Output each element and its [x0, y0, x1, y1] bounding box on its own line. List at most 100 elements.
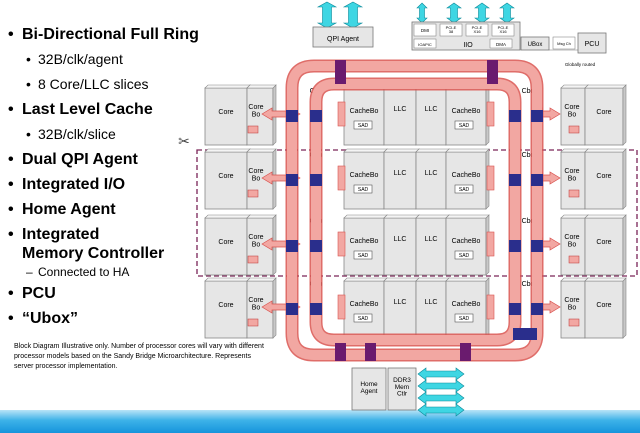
pcie-box	[465, 23, 489, 37]
llc-label: LLC	[394, 170, 407, 177]
bullet-item: “Ubox”	[6, 306, 206, 331]
bullet-item: Memory Controller	[22, 245, 165, 262]
cachebo-label: CacheBo	[350, 108, 379, 115]
llc-label: LLC	[425, 299, 438, 306]
memory-channel-arrow	[417, 367, 465, 381]
cbo-label: Cbo	[522, 281, 535, 288]
cachebo-panel-left	[343, 87, 385, 146]
cbo-box	[337, 294, 346, 320]
ring-stop-bottom-right	[513, 328, 537, 340]
llc-panel-left-top	[383, 148, 420, 153]
llc-panel-right-top	[415, 277, 450, 282]
llc-panel-right-top	[415, 214, 450, 219]
bullet-item: Integrated	[6, 225, 206, 244]
bullet-item: 32B/clk/slice	[6, 122, 206, 147]
core-label: Core	[218, 109, 233, 116]
core-panel-right	[584, 151, 624, 210]
ioapic-label: IOAPIC	[418, 42, 432, 47]
llc-label: LLC	[394, 236, 407, 243]
pcie-box	[439, 23, 463, 37]
bullet-item: Connected to HA	[6, 263, 206, 281]
ubox-label: UBox	[528, 42, 543, 48]
ad-box	[568, 189, 580, 198]
llc-panel-right	[415, 87, 447, 146]
bullet-item: Home Agent	[6, 197, 206, 222]
bullet-item: Dual QPI Agent	[6, 147, 206, 172]
core-panel-right-top	[584, 148, 627, 153]
dmi-box	[413, 23, 437, 37]
core-bo-panel-right	[560, 87, 586, 146]
ad-box	[247, 318, 259, 327]
diagram-caption: Block Diagram Illustrative only. Number …	[14, 343, 264, 370]
ubox-block	[520, 36, 550, 51]
cachebo-panel-right	[445, 280, 487, 339]
sad-label: SAD	[459, 316, 470, 322]
core-panel-right-side	[622, 148, 627, 210]
qpi-link-arrow	[342, 1, 364, 29]
llc-panel-left	[383, 151, 417, 210]
cachebo-label: CacheBo	[350, 301, 379, 308]
sad-box	[454, 250, 474, 260]
scissors-icon: ✂	[178, 133, 190, 149]
llc-label: LLC	[425, 106, 438, 113]
cbo-label: Cbo	[522, 88, 535, 95]
llc-panel-left-top	[383, 277, 420, 282]
sad-label: SAD	[459, 187, 470, 193]
pcu-label: PCU	[585, 41, 600, 48]
home-agent-block	[351, 367, 387, 411]
ring-stop	[531, 240, 543, 252]
ring-stop	[531, 110, 543, 122]
sad-label: SAD	[358, 187, 369, 193]
qpi-link-arrow	[316, 1, 338, 29]
core-label: Core	[218, 302, 233, 309]
msg-ch-box	[552, 36, 576, 50]
sad-label: SAD	[459, 253, 470, 259]
sad-box	[353, 120, 373, 130]
core-label: Core	[218, 173, 233, 180]
cachebo-label: CacheBo	[350, 238, 379, 245]
core-panel-left-top	[204, 148, 251, 153]
cachebo-label: CacheBo	[452, 238, 481, 245]
qpi-agent-label: QPI Agent	[327, 36, 359, 43]
core-panel-right	[584, 217, 624, 276]
core-panel-left	[204, 217, 248, 276]
ring-stop	[310, 240, 322, 252]
llc-panel-right	[415, 280, 447, 339]
iio-label: IIO	[463, 42, 473, 49]
core-panel-right-top	[584, 214, 627, 219]
cbo-box	[486, 101, 495, 127]
sad-box	[353, 313, 373, 323]
pcu-block	[577, 32, 607, 54]
core-bo-panel-right-top	[560, 277, 589, 282]
core-panel-left	[204, 280, 248, 339]
ring-stop-bottom	[335, 343, 346, 361]
memory-channel-arrow	[417, 379, 465, 393]
dma-label: DMA	[496, 42, 506, 47]
ring-stop	[531, 303, 543, 315]
core-panel-right-side	[622, 214, 627, 276]
pcie-link-arrow	[446, 2, 462, 24]
core-panel-right-top	[584, 84, 627, 89]
sad-box	[353, 250, 373, 260]
cbo-label: Cbo	[522, 152, 535, 159]
core-bo-panel-right-top	[560, 148, 589, 153]
llc-panel-left-top	[383, 214, 420, 219]
ring-stop-qpi	[335, 60, 346, 84]
dma-box	[489, 38, 513, 49]
ring-stop	[286, 110, 298, 122]
memory-channel-arrow	[417, 391, 465, 405]
cachebo-panel-left	[343, 217, 385, 276]
msg-ch-label: Msg Ch	[557, 41, 571, 46]
ring-stop	[286, 240, 298, 252]
ad-box	[568, 255, 580, 264]
cachebo-label: CacheBo	[452, 108, 481, 115]
pcie-link-arrow	[474, 2, 490, 24]
cachebo-panel-left-top	[343, 214, 388, 219]
